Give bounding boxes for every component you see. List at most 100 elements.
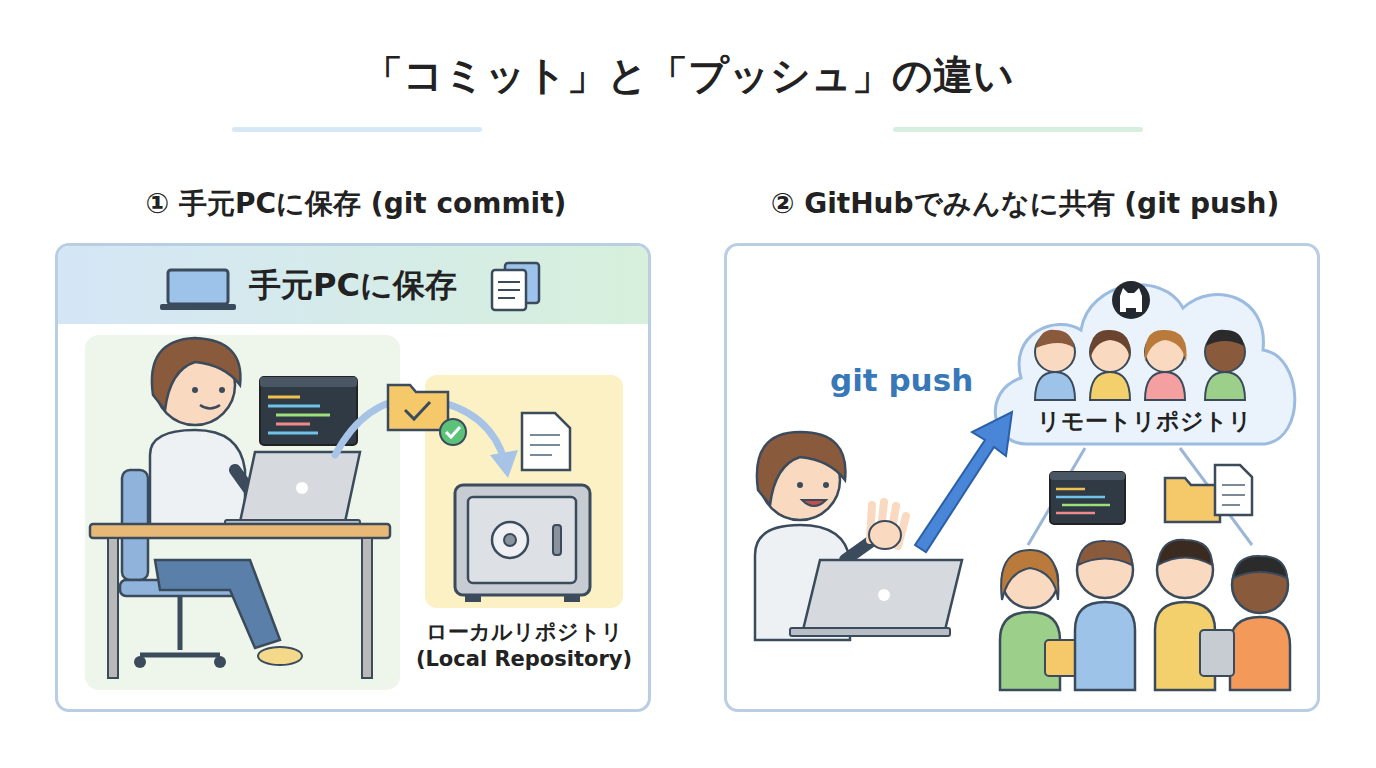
- person-pushing-part: [869, 521, 901, 549]
- laptop-icon-part: [160, 304, 236, 310]
- node-text: リモートリポジトリ: [985, 407, 1303, 437]
- document-icon-part: [498, 289, 520, 291]
- desk-chair-part: [178, 596, 183, 650]
- code-window-part: [276, 423, 310, 426]
- laptop-right-part: [803, 560, 962, 630]
- person-at-desk-part: [200, 405, 220, 409]
- commit-arrow-part: [335, 399, 505, 462]
- person-at-desk: [150, 338, 302, 665]
- github-logo-part: [1126, 308, 1136, 318]
- safe-part: [504, 534, 516, 546]
- code-window-small-part: [1056, 488, 1085, 491]
- work-area-bg: [85, 335, 400, 690]
- document-icon: [492, 263, 539, 310]
- node-text: ローカルリポジトリ (Local Repository): [399, 619, 649, 674]
- desk-chair: [120, 470, 240, 668]
- folder-docs-part: [1222, 494, 1245, 496]
- desk-chair-part: [122, 470, 148, 580]
- title-underline-part: [232, 127, 482, 132]
- document-part: [530, 454, 552, 456]
- node-text: ① 手元PCに保存 (git commit): [58, 186, 654, 222]
- push-arrow: [915, 412, 1012, 552]
- laptop-right-part: [878, 589, 890, 601]
- folder-docs-part: [1222, 484, 1245, 486]
- folder-check-part: [446, 427, 460, 437]
- code-window-small-part: [1056, 496, 1105, 499]
- team-members-part: [1078, 541, 1132, 565]
- folder-check-part: [405, 402, 430, 419]
- cloud-members-part: [1145, 332, 1185, 372]
- team-members-part: [1233, 556, 1287, 578]
- diagram-title: 「コミット」と「プッシュ」の違い: [0, 48, 1376, 103]
- cloud-members-part: [1036, 330, 1074, 348]
- node-text: ② GitHubでみんなに共有 (git push): [727, 186, 1323, 222]
- team-members-part: [1157, 542, 1213, 598]
- person-at-desk-part: [219, 387, 225, 393]
- cloud-members-part: [1035, 372, 1075, 400]
- document-part: [522, 413, 570, 470]
- document-part: [530, 444, 560, 446]
- person-at-desk-part: [155, 345, 235, 425]
- person-pushing-part: [760, 440, 840, 520]
- code-window-part: [276, 414, 330, 417]
- cloud-members-part: [1035, 332, 1075, 372]
- person-pushing-part: [870, 502, 906, 546]
- cloud-members-part: [1205, 372, 1245, 400]
- cloud-members-part: [1090, 332, 1130, 372]
- document-icon-part: [505, 263, 539, 303]
- code-window-part: [260, 377, 357, 387]
- team-members-part: [1000, 612, 1060, 690]
- team-members-part: [1230, 617, 1290, 690]
- push-arrow-part: [915, 412, 1012, 552]
- code-window-small-part: [1050, 472, 1125, 480]
- team-members-part: [1002, 552, 1058, 608]
- code-window-small-part: [1056, 512, 1095, 515]
- safe-part: [455, 485, 590, 595]
- desk-part: [90, 524, 390, 538]
- panel-box: ② GitHubでみんなに共有 (git push)リモートリポジトリ: [724, 243, 1320, 712]
- desk-part: [362, 538, 372, 678]
- person-at-desk-part: [152, 338, 241, 410]
- person-at-desk-part: [258, 647, 302, 665]
- desk: [90, 524, 390, 678]
- arrow-label: git push: [830, 360, 973, 400]
- folder-check-part: [440, 419, 466, 445]
- code-window-part: [260, 377, 357, 445]
- github-logo: [1112, 281, 1150, 319]
- team-members-part: [1232, 557, 1288, 613]
- team-members-part: [1158, 540, 1212, 565]
- folder-docs-part: [1165, 478, 1220, 522]
- cloud-members-part: [1205, 332, 1245, 372]
- folder-check-part: [388, 385, 448, 430]
- safe-part: [465, 595, 481, 602]
- cloud-members-part: [1090, 330, 1131, 360]
- person-pushing-part: [823, 482, 829, 488]
- cloud-members-part: [1145, 372, 1185, 400]
- commit-arrow: [335, 399, 518, 478]
- cloud-members: [1035, 330, 1245, 400]
- code-window-small: [1050, 472, 1125, 524]
- team-members-part: [1155, 602, 1215, 690]
- laptop: [225, 452, 360, 527]
- title-underline-part: [893, 127, 1143, 132]
- cloud-members-part: [1090, 372, 1130, 400]
- person-pushing-part: [797, 482, 803, 488]
- laptop-part: [240, 452, 360, 522]
- desk-chair-part: [134, 656, 146, 668]
- team-members: [1000, 540, 1290, 690]
- folder-docs: [1165, 465, 1252, 522]
- github-logo-part: [1112, 281, 1150, 319]
- panel-header-band: 手元PCに保存: [58, 246, 648, 324]
- person-pushing-part: [845, 535, 880, 560]
- folder-docs-part: [1222, 504, 1240, 506]
- github-logo-part: [1120, 288, 1142, 312]
- code-window-part: [268, 396, 300, 399]
- work-area-bg-part: [85, 335, 400, 690]
- cloud-members-part: [1145, 330, 1187, 362]
- document-icon-part: [498, 297, 515, 299]
- person-at-desk-part: [235, 470, 260, 505]
- local-repository-area: ローカルリポジトリ (Local Repository): [425, 375, 623, 608]
- team-members-part: [1001, 550, 1058, 600]
- desk-chair-part: [140, 653, 220, 658]
- laptop-right-part: [790, 628, 950, 636]
